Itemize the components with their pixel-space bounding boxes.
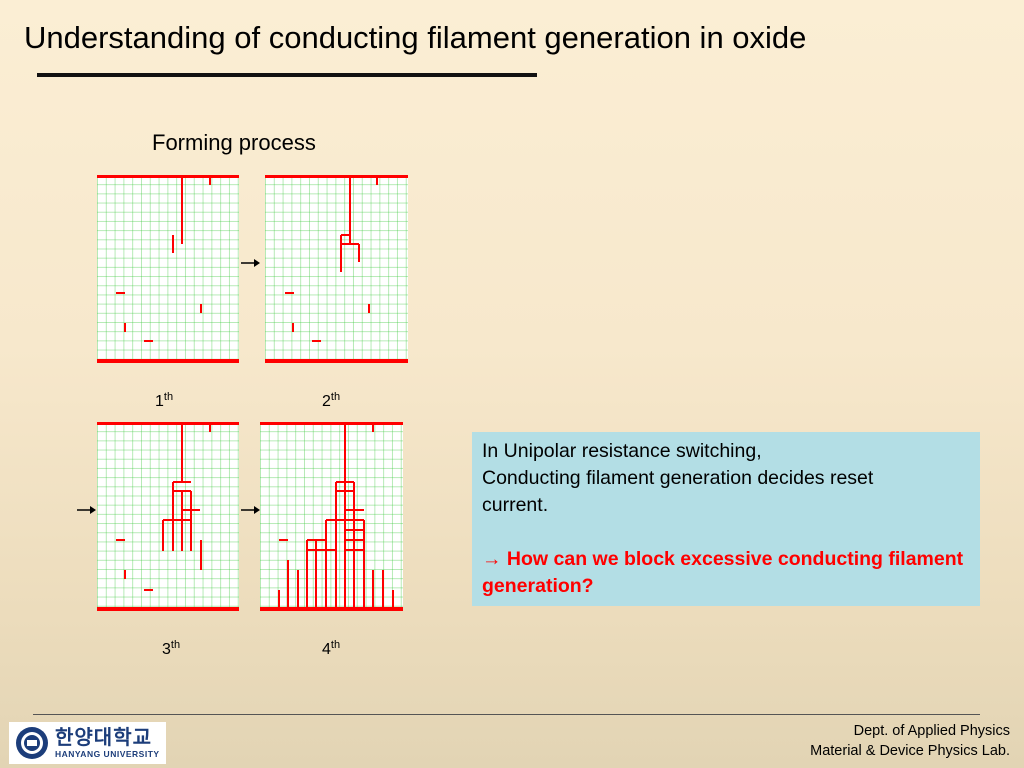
panel-label-4-sup: th: [330, 639, 341, 651]
info-line-3: current.: [482, 494, 549, 516]
filament-panel-4-drawing: [260, 422, 403, 611]
panel-label-2-num: 2: [322, 393, 331, 410]
logo-korean-text: 한양대학교: [55, 727, 152, 749]
filament-panel-1: [97, 175, 239, 363]
filament-panel-3: [97, 422, 239, 611]
panel-label-1-num: 1: [155, 393, 164, 410]
filament-panel-2-drawing: [265, 175, 408, 363]
info-line-2: Conducting filament generation decides r…: [482, 467, 874, 489]
panel-label-2-sup: th: [330, 391, 341, 403]
panel-label-3: 3th: [162, 639, 181, 659]
arrow-into-3-icon: [77, 506, 96, 514]
panel-label-4-num: 4: [322, 641, 331, 658]
info-box: In Unipolar resistance switching, Conduc…: [472, 432, 980, 606]
footer-dept: Dept. of Applied Physics: [853, 723, 1010, 739]
filament-panel-3-drawing: [97, 422, 239, 611]
panel-label-3-sup: th: [170, 639, 181, 651]
filament-panel-4: [260, 422, 403, 611]
footer-divider: [33, 714, 980, 715]
info-question: → How can we block excessive conducting …: [482, 546, 970, 600]
info-line-1: In Unipolar resistance switching,: [482, 440, 762, 462]
filament-panel-1-drawing: [97, 175, 239, 363]
diagram-subtitle: Forming process: [152, 130, 316, 155]
logo-english-text: HANYANG UNIVERSITY: [55, 749, 160, 759]
title-underline: [37, 73, 537, 77]
arrow-1-to-2-icon: [241, 259, 260, 267]
panel-label-3-num: 3: [162, 641, 171, 658]
panel-label-1: 1th: [155, 391, 174, 411]
panel-label-1-sup: th: [163, 391, 174, 403]
panel-label-4: 4th: [322, 639, 341, 659]
filament-panel-2: [265, 175, 408, 363]
right-arrow-icon: →: [482, 548, 502, 570]
footer-lab: Material & Device Physics Lab.: [810, 743, 1010, 759]
info-question-text: How can we block excessive conducting fi…: [482, 548, 964, 597]
slide-title: Understanding of conducting filament gen…: [24, 20, 807, 55]
panel-label-2: 2th: [322, 391, 341, 411]
university-logo: 한양대학교 HANYANG UNIVERSITY: [9, 722, 166, 764]
university-seal-icon: [16, 727, 48, 759]
arrow-3-to-4-icon: [241, 506, 260, 514]
footer-credits: Dept. of Applied Physics Material & Devi…: [810, 721, 1010, 761]
